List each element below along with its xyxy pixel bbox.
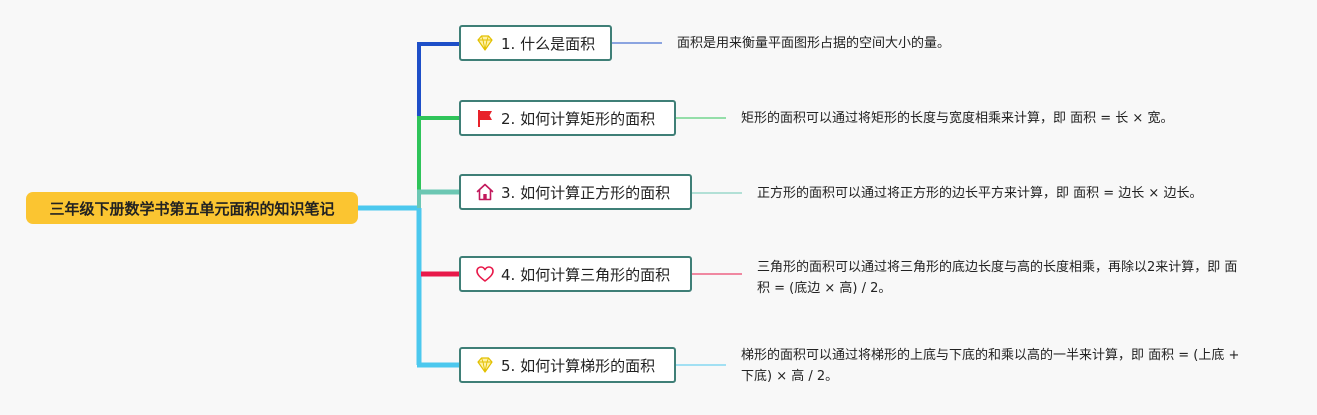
topic-what-is-area[interactable]: 1. 什么是面积 [459,25,612,61]
topic-square-area[interactable]: 3. 如何计算正方形的面积 [459,174,692,210]
topic-triangle-area[interactable]: 4. 如何计算三角形的面积 [459,256,692,292]
note-triangle-area: 三角形的面积可以通过将三角形的底边长度与高的长度相乘，再除以2来计算，即 面积 … [757,260,1238,296]
topic-rectangle-area[interactable]: 2. 如何计算矩形的面积 [459,100,676,136]
diamond-icon [477,357,493,373]
heart-icon [476,266,494,282]
topic-label: 2. 如何计算矩形的面积 [501,109,656,128]
root-title: 三年级下册数学书第五单元面积的知识笔记 [49,199,335,218]
note-what-is-area: 面积是用来衡量平面图形占据的空间大小的量。 [677,36,951,51]
topic-label: 5. 如何计算梯形的面积 [501,356,656,375]
diamond-icon [477,35,493,51]
topic-label: 4. 如何计算三角形的面积 [501,265,671,284]
topic-label: 3. 如何计算正方形的面积 [501,183,671,202]
house-icon [476,183,494,201]
note-rectangle-area: 矩形的面积可以通过将矩形的长度与宽度相乘来计算，即 面积 = 长 × 宽。 [741,111,1174,126]
note-trapezoid-area: 梯形的面积可以通过将梯形的上底与下底的和乘以高的一半来计算，即 面积 = (上底… [741,348,1240,384]
note-square-area: 正方形的面积可以通过将正方形的边长平方来计算，即 面积 = 边长 × 边长。 [757,186,1203,201]
root-topic[interactable]: 三年级下册数学书第五单元面积的知识笔记 [26,192,358,224]
topic-label: 1. 什么是面积 [501,34,596,53]
red-flag-icon [478,110,492,127]
topic-trapezoid-area[interactable]: 5. 如何计算梯形的面积 [459,347,676,383]
